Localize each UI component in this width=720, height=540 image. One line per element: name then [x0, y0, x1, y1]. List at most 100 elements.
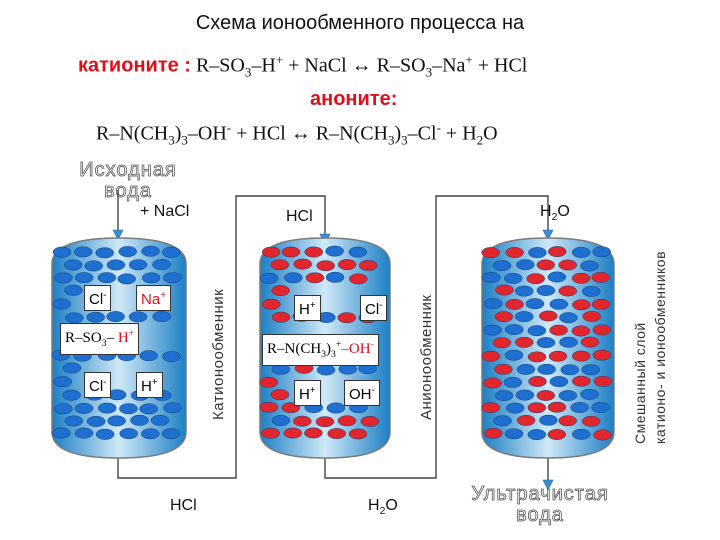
- flow-arrow: [542, 229, 554, 241]
- plus-nacl-label: + NaCl: [140, 203, 190, 220]
- chip-sup: -: [370, 339, 374, 350]
- blue-bead: [62, 389, 81, 401]
- red-bead: [582, 310, 602, 322]
- inlet-label: Исходная вода: [58, 159, 198, 202]
- blue-bead: [516, 259, 535, 271]
- red-bead: [572, 375, 591, 387]
- outlet-line1: Ультрачистая: [471, 483, 609, 505]
- red-bead: [571, 272, 591, 284]
- flow-arrow: [112, 229, 124, 241]
- col2-chip-cl: Cl-: [360, 295, 388, 321]
- blue-bead: [259, 272, 279, 284]
- red-bead: [305, 272, 325, 284]
- blue-bead: [162, 351, 181, 363]
- chip-text: H: [117, 330, 129, 346]
- red-bead: [270, 259, 290, 271]
- blue-bead: [118, 246, 137, 258]
- col1-chip-h: H+: [136, 372, 163, 398]
- blue-bead: [74, 427, 94, 439]
- red-bead: [536, 259, 556, 271]
- chip-sup: +: [309, 300, 316, 311]
- blue-bead: [117, 273, 136, 285]
- blue-bead: [325, 271, 345, 283]
- eq-sub: 3: [425, 64, 433, 80]
- red-bead: [591, 271, 610, 283]
- blue-bead: [74, 402, 94, 414]
- chip-text: –: [106, 330, 118, 346]
- blue-bead: [560, 364, 580, 376]
- chip-sub: 3: [321, 349, 327, 360]
- blue-bead: [527, 429, 547, 441]
- red-bead: [492, 337, 512, 349]
- col2-chip-h2: H+: [294, 380, 321, 406]
- h2o-text: O: [385, 497, 398, 514]
- eq-sub: 3: [401, 132, 408, 148]
- col2-side-label: Анионообменник: [418, 294, 435, 420]
- blue-bead: [128, 259, 148, 271]
- blue-bead: [62, 362, 82, 374]
- h2o-bottom-label: H2O: [368, 497, 398, 517]
- blue-bead: [84, 260, 103, 272]
- h2o-text: O: [557, 203, 570, 220]
- eq-text: –H: [251, 54, 276, 77]
- red-bead: [548, 350, 568, 362]
- blue-bead: [527, 325, 547, 337]
- cation-label: катионите :: [78, 54, 191, 77]
- blue-bead: [130, 414, 149, 426]
- chip-sub: 3: [101, 338, 107, 349]
- red-bead: [495, 284, 514, 296]
- red-bead: [536, 390, 556, 401]
- red-bead: [494, 363, 513, 375]
- red-bead: [505, 298, 524, 310]
- red-bead: [304, 427, 323, 439]
- blue-bead: [503, 272, 523, 284]
- blue-bead: [316, 364, 336, 376]
- red-bead: [337, 259, 357, 271]
- blue-bead: [119, 428, 138, 440]
- blue-bead: [515, 389, 535, 401]
- eq-sup: -: [226, 120, 232, 135]
- eq-text: + NaCl ↔ R–SO: [283, 54, 426, 77]
- eq-sub: 3: [388, 132, 395, 148]
- blue-bead: [580, 388, 599, 400]
- chip-text: –OH: [341, 341, 371, 357]
- eq-sub: 3: [244, 64, 252, 80]
- h2o-sub: 2: [379, 506, 386, 518]
- blue-bead: [53, 376, 72, 388]
- red-bead: [547, 429, 567, 440]
- red-bead: [514, 336, 534, 348]
- blue-bead: [54, 403, 73, 415]
- blue-bead: [150, 414, 170, 426]
- red-bead: [593, 375, 613, 387]
- blue-bead: [504, 428, 524, 440]
- anion-equation: R–N(CH3)3–OH- + HCl ↔ R–N(CH3)3–Cl- + H2…: [96, 120, 498, 149]
- blue-bead: [139, 403, 158, 415]
- blue-bead: [271, 415, 291, 426]
- blue-bead: [537, 363, 556, 375]
- eq-sup: +: [465, 52, 473, 67]
- red-bead: [262, 298, 281, 310]
- red-bead: [527, 351, 547, 363]
- red-bead: [358, 260, 378, 271]
- col1-chip-cl: Cl-: [84, 285, 112, 311]
- red-bead: [316, 260, 335, 272]
- blue-bead: [74, 272, 94, 284]
- col3-side-label-1: Смешанный слой: [632, 322, 648, 444]
- blue-bead: [592, 246, 611, 258]
- red-bead: [259, 401, 279, 413]
- red-bead: [293, 258, 312, 270]
- eq-sub: 2: [476, 132, 484, 148]
- blue-bead: [516, 363, 536, 375]
- blue-bead: [152, 259, 171, 271]
- flow-arrow: [542, 479, 554, 491]
- red-bead: [481, 350, 501, 362]
- red-bead: [271, 285, 290, 297]
- blue-bead: [505, 402, 525, 414]
- red-bead: [481, 247, 500, 259]
- red-bead: [481, 402, 501, 414]
- red-bead: [571, 350, 591, 362]
- red-bead: [483, 377, 502, 389]
- blue-bead: [581, 364, 600, 376]
- blue-bead: [348, 246, 368, 258]
